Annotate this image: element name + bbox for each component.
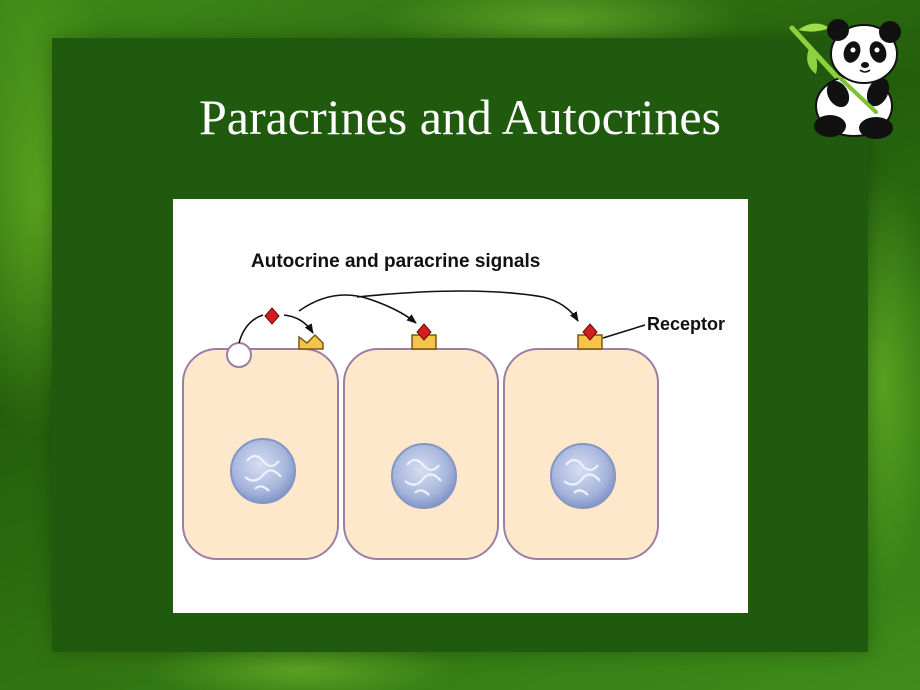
cell-2	[343, 323, 499, 560]
signaling-figure: Autocrine and paracrine signals Receptor	[173, 199, 748, 613]
nucleus-1	[230, 438, 296, 504]
nucleus-2	[391, 443, 457, 509]
cell-diagram	[182, 290, 659, 560]
receptor-1	[298, 333, 324, 350]
panda-icon	[789, 19, 901, 139]
secretory-vesicle	[226, 342, 252, 368]
autocrine-arrow	[283, 314, 314, 334]
paracrine-arrow-2	[356, 290, 579, 322]
figure-heading: Autocrine and paracrine signals	[251, 251, 541, 272]
cell-1	[182, 333, 339, 560]
bound-signal-3	[582, 323, 598, 341]
slide-title: Paracrines and Autocrines	[198, 89, 722, 145]
release-path	[238, 314, 264, 344]
cell-3	[503, 323, 659, 560]
receptor-leader-line	[602, 324, 646, 339]
receptor-2	[411, 334, 437, 350]
nucleus-3	[550, 443, 616, 509]
signal-molecule	[264, 307, 280, 325]
receptor-3	[577, 334, 603, 350]
receptor-label: Receptor	[647, 314, 726, 334]
paracrine-arrow-1	[298, 294, 417, 324]
bound-signal-2	[416, 323, 432, 341]
